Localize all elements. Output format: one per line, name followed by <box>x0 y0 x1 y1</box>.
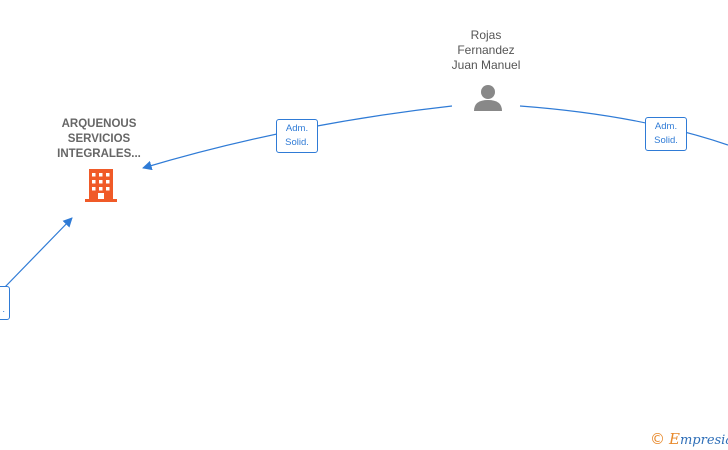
edge-label-line-2: Solid. <box>285 137 309 148</box>
copyright-icon: © <box>650 430 665 448</box>
edge-label-line-2: . <box>2 304 5 315</box>
edge-label-adm-solid-right[interactable]: Adm. Solid. <box>645 117 687 151</box>
edge-label-line-1: Adm. <box>285 123 309 134</box>
person-name-line-2: Fernandez <box>457 43 515 57</box>
brand-logo: Empresia <box>669 430 728 448</box>
company-name-line-2: SERVICIOS <box>67 133 131 145</box>
person-name-line-1: Rojas <box>470 28 502 42</box>
copyright-brand: © Empresia <box>650 429 728 449</box>
edge-label-adm-solid-left[interactable]: Adm. Solid. <box>276 119 318 153</box>
company-name[interactable]: ARQUENOUS SERVICIOS INTEGRALES... <box>40 117 158 162</box>
edge-label-line-2: Solid. <box>654 135 678 146</box>
person-name[interactable]: Rojas Fernandez Juan Manuel <box>430 28 542 73</box>
edge-label-line-1 <box>0 289 5 303</box>
company-name-line-3: INTEGRALES... <box>57 148 141 160</box>
edge-label-line-1: Adm. <box>654 121 678 132</box>
person-name-line-3: Juan Manuel <box>451 58 521 72</box>
building-icon[interactable] <box>85 169 117 202</box>
brand-logo-initial: E <box>669 430 680 448</box>
brand-logo-rest: mpresia <box>679 433 728 448</box>
edge-line-left-to-company <box>3 217 73 289</box>
edge-label-left-partial[interactable]: . <box>0 286 10 320</box>
person-icon[interactable] <box>474 85 502 111</box>
edge-line-person-to-right <box>519 105 728 146</box>
company-name-line-1: ARQUENOUS <box>61 118 137 130</box>
